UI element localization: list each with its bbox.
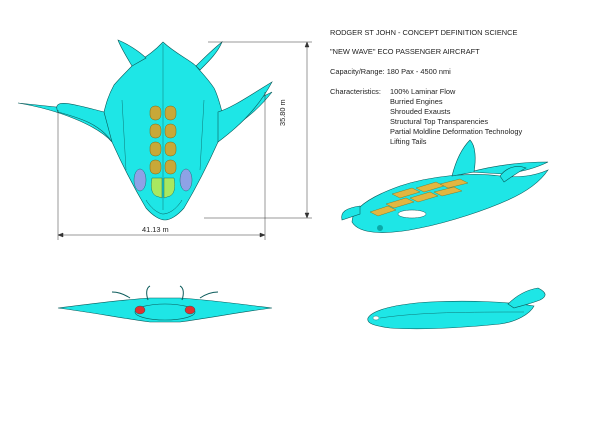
characteristic-item: 100% Laminar Flow [390,87,456,96]
top-view-right-wing [217,81,273,143]
project-line: "NEW WAVE" ECO PASSENGER AIRCRAFT [330,47,480,56]
characteristic-item: Partial Moldline Deformation Technology [390,127,523,136]
span-dimension [57,92,266,240]
characteristic-item: Burried Engines [390,97,443,106]
iso-tail-left [451,139,476,177]
front-view-aircraft [57,285,273,323]
side-view-body [367,300,535,330]
characteristic-item: Structural Top Transparencies [390,117,489,126]
side-view-aircraft [367,287,546,330]
top-view-right-tail [195,41,223,71]
characteristics-label: Characteristics: [330,87,381,96]
front-right-intake [184,305,196,315]
span-dimension-label: 41.13 m [142,225,169,234]
iso-left-wing [341,205,361,221]
capacity-line: Capacity/Range: 180 Pax - 4500 nmi [330,67,451,76]
top-view-left-tail [117,39,147,67]
front-left-intake [134,305,146,315]
top-view-window-panels [149,105,177,175]
characteristic-item: Shrouded Exausts [390,107,451,116]
isometric-view-aircraft [341,139,549,233]
characteristic-item: Lifting Tails [390,137,427,146]
length-dimension [204,41,312,219]
top-view-wing-body [17,41,273,221]
length-dimension-label: 35.80 m [278,99,287,126]
iso-tail-right [499,166,527,183]
iso-window-panels [369,178,469,217]
side-view-tail [507,287,546,309]
top-view-aircraft [17,39,273,221]
iso-body [351,169,549,233]
author-line: RODGER ST JOHN - CONCEPT DEFINITION SCIE… [330,28,518,37]
